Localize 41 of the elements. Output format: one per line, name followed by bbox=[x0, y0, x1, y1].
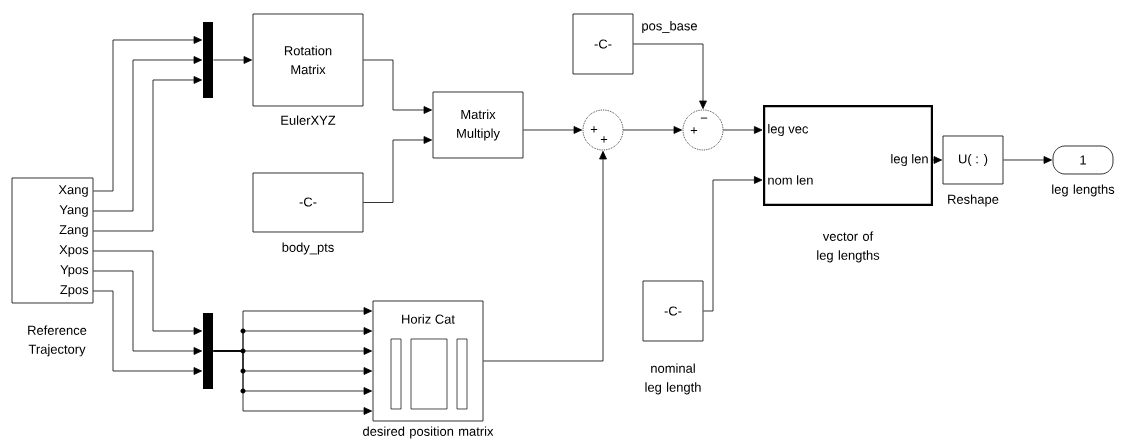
block-label: desired position matrix bbox=[363, 426, 494, 439]
block-label: vector of leg lengths bbox=[817, 231, 880, 263]
block-label: Reference Trajectory bbox=[28, 325, 87, 357]
arrow bbox=[213, 56, 253, 64]
subsystem-block bbox=[763, 105, 933, 206]
block-label: nominal leg length bbox=[645, 363, 701, 395]
arrow bbox=[213, 350, 373, 415]
block: Matrix Multiply bbox=[432, 91, 524, 159]
arrow bbox=[633, 43, 707, 109]
arrow bbox=[93, 290, 203, 375]
arrow bbox=[93, 76, 203, 232]
sum-block: + + bbox=[582, 109, 624, 151]
arrow bbox=[703, 176, 763, 312]
arrow bbox=[723, 126, 763, 134]
arrow bbox=[93, 56, 203, 212]
arrow bbox=[93, 270, 203, 355]
block: Horiz Cat bbox=[372, 300, 484, 422]
block: U( : ) bbox=[942, 135, 1004, 185]
block: -C- bbox=[572, 13, 634, 75]
arrow bbox=[483, 150, 607, 362]
port-label: leg vec nom len leg len bbox=[768, 123, 928, 185]
arrow bbox=[363, 136, 433, 203]
arrow bbox=[1003, 156, 1052, 164]
block-label: body_pts bbox=[282, 242, 334, 255]
block: -C- bbox=[642, 280, 704, 342]
block: Rotation Matrix bbox=[252, 13, 364, 107]
block: -C- bbox=[252, 172, 364, 233]
arrow bbox=[93, 250, 203, 335]
port-label: Xang Yang Zang Xpos Ypos Zpos bbox=[58, 185, 89, 297]
arrow bbox=[93, 36, 203, 192]
arrow bbox=[523, 126, 583, 134]
block-label: leg lengths bbox=[1052, 184, 1115, 197]
block-label: pos_base bbox=[642, 20, 697, 34]
block bbox=[11, 177, 94, 304]
arrow bbox=[623, 126, 682, 134]
block-label: Reshape bbox=[948, 194, 999, 207]
outport-block: 1 bbox=[1052, 145, 1114, 175]
block-label: EulerXYZ bbox=[281, 115, 336, 125]
sum-block: + − bbox=[682, 109, 724, 151]
arrow bbox=[363, 59, 433, 114]
arrow bbox=[932, 156, 942, 164]
